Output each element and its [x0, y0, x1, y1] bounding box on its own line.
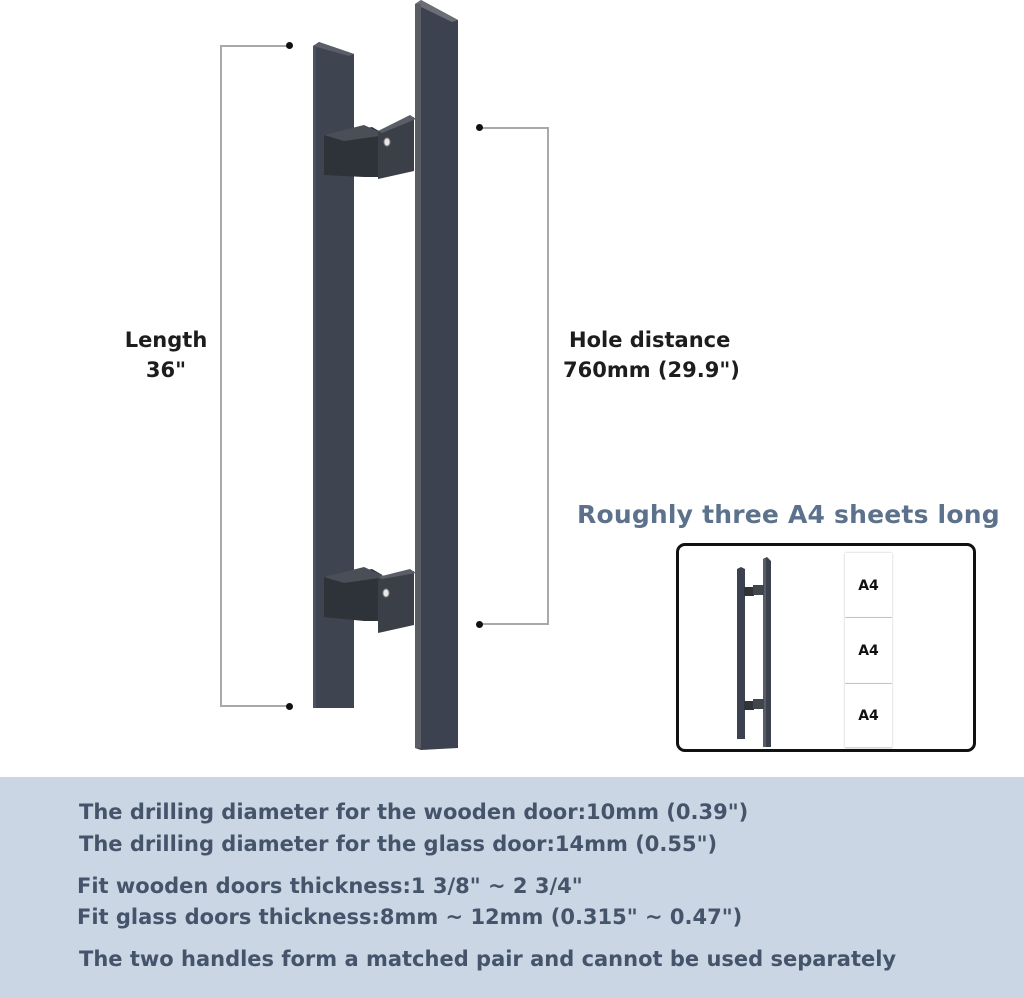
- a4-sheet-1: A4: [845, 553, 892, 618]
- mini-handle-icon: [737, 557, 771, 747]
- hole-dim-top-dot: [476, 124, 483, 131]
- a4-comparison-title: Roughly three A4 sheets long: [577, 500, 1000, 529]
- hole-distance-label: Hole distance 760mm (29.9"): [563, 325, 740, 385]
- a4-sheet-label: A4: [858, 643, 879, 659]
- spec-glass-door-thickness: Fit glass doors thickness:8mm ~ 12mm (0.…: [77, 905, 743, 929]
- left-handle-bar: [313, 42, 354, 708]
- bottom-connector-bracket: [324, 567, 416, 633]
- hole-dim-top-tick: [479, 127, 549, 129]
- length-label: Length 36": [118, 325, 214, 385]
- a4-sheet-3: A4: [845, 684, 892, 748]
- hole-dim-vertical: [547, 127, 549, 625]
- length-dim-bottom-tick: [220, 705, 289, 707]
- a4-sheet-label: A4: [858, 708, 879, 724]
- length-dim-bottom-dot: [286, 703, 293, 710]
- hole-distance-title: Hole distance: [569, 328, 731, 352]
- spec-glass-drill-diameter: The drilling diameter for the glass door…: [79, 832, 718, 856]
- hole-distance-value: 760mm (29.9"): [563, 358, 740, 382]
- hole-dim-bottom-tick: [479, 623, 549, 625]
- a4-comparison-box: A4 A4 A4: [676, 543, 976, 752]
- a4-sheet-2: A4: [845, 618, 892, 684]
- a4-sheet-label: A4: [858, 577, 879, 594]
- length-dim-vertical: [220, 45, 222, 707]
- spec-matched-pair-note: The two handles form a matched pair and …: [79, 947, 897, 971]
- right-handle-bar: [415, 0, 458, 750]
- length-title: Length: [124, 328, 208, 352]
- spec-wooden-door-thickness: Fit wooden doors thickness:1 3/8" ~ 2 3/…: [77, 874, 583, 898]
- hole-dim-bottom-dot: [476, 621, 483, 628]
- spec-wooden-drill-diameter: The drilling diameter for the wooden doo…: [79, 800, 749, 824]
- length-value: 36": [145, 358, 187, 382]
- length-dim-top-tick: [220, 45, 289, 47]
- specs-panel: [0, 777, 1024, 997]
- top-connector-bracket: [324, 115, 416, 179]
- length-dim-top-dot: [286, 42, 293, 49]
